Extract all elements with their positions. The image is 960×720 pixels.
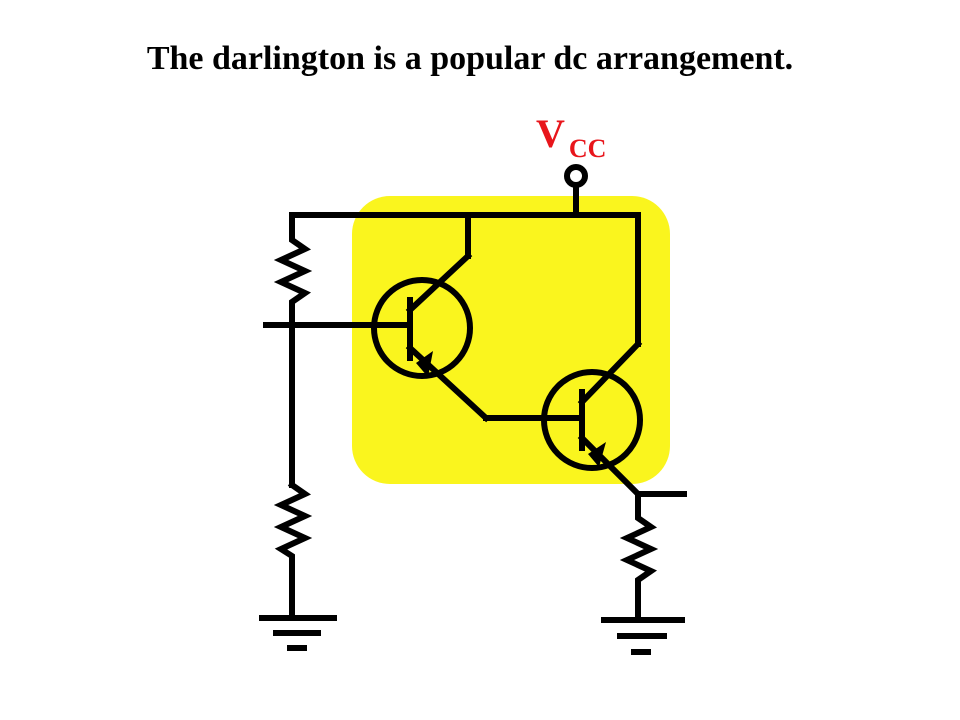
- upper-bias-resistor: [273, 212, 313, 328]
- lower-bias-resistor: [273, 480, 313, 621]
- vcc-main: V: [536, 111, 565, 156]
- transistor-q2: [541, 212, 643, 499]
- q1-emitter-arrow-icon: [416, 351, 433, 377]
- vcc-subscript: CC: [568, 134, 607, 163]
- emitter-resistor: [619, 491, 659, 623]
- slide-title: The darlington is a popular dc arrangeme…: [146, 40, 794, 77]
- left-ground-symbol: [259, 615, 337, 651]
- q2-emitter-arrow-icon: [588, 442, 606, 467]
- darlington-highlight: [352, 196, 670, 484]
- right-ground-symbol: [601, 617, 685, 655]
